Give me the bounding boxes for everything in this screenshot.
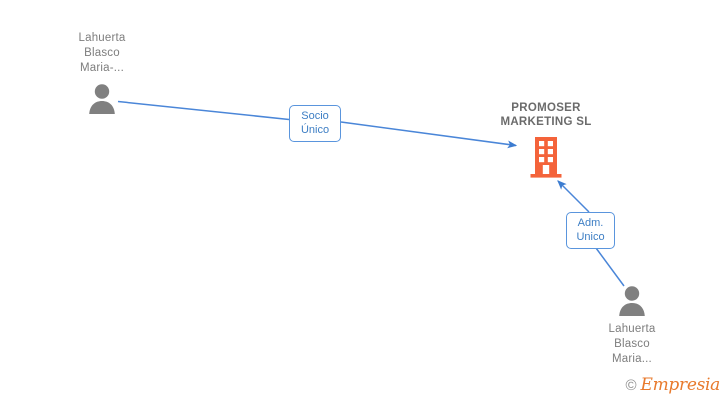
edge-label-adm-unico[interactable]: Adm. Unico bbox=[566, 212, 615, 249]
node-person-top[interactable]: Lahuerta Blasco Maria-... bbox=[42, 31, 162, 115]
edge-label-to-company-2 bbox=[557, 180, 590, 213]
node-person-bottom[interactable]: Lahuerta Blasco Maria... bbox=[572, 283, 692, 367]
person-icon bbox=[89, 84, 115, 114]
copyright-icon: © bbox=[625, 377, 637, 394]
node-person-top-label: Lahuerta Blasco Maria-... bbox=[78, 32, 126, 74]
watermark-brand: Empresia bbox=[640, 375, 721, 395]
person-icon bbox=[619, 286, 645, 316]
edge-person-bottom-to-label bbox=[595, 247, 625, 287]
edge-label-socio-unico[interactable]: Socio Único bbox=[289, 105, 341, 142]
node-company[interactable]: PROMOSER MARKETING SL bbox=[487, 101, 605, 179]
node-company-label: PROMOSER MARKETING SL bbox=[500, 102, 592, 128]
node-person-bottom-label: Lahuerta Blasco Maria... bbox=[608, 323, 656, 365]
watermark: © Empresia bbox=[625, 377, 720, 394]
building-icon bbox=[530, 137, 562, 178]
